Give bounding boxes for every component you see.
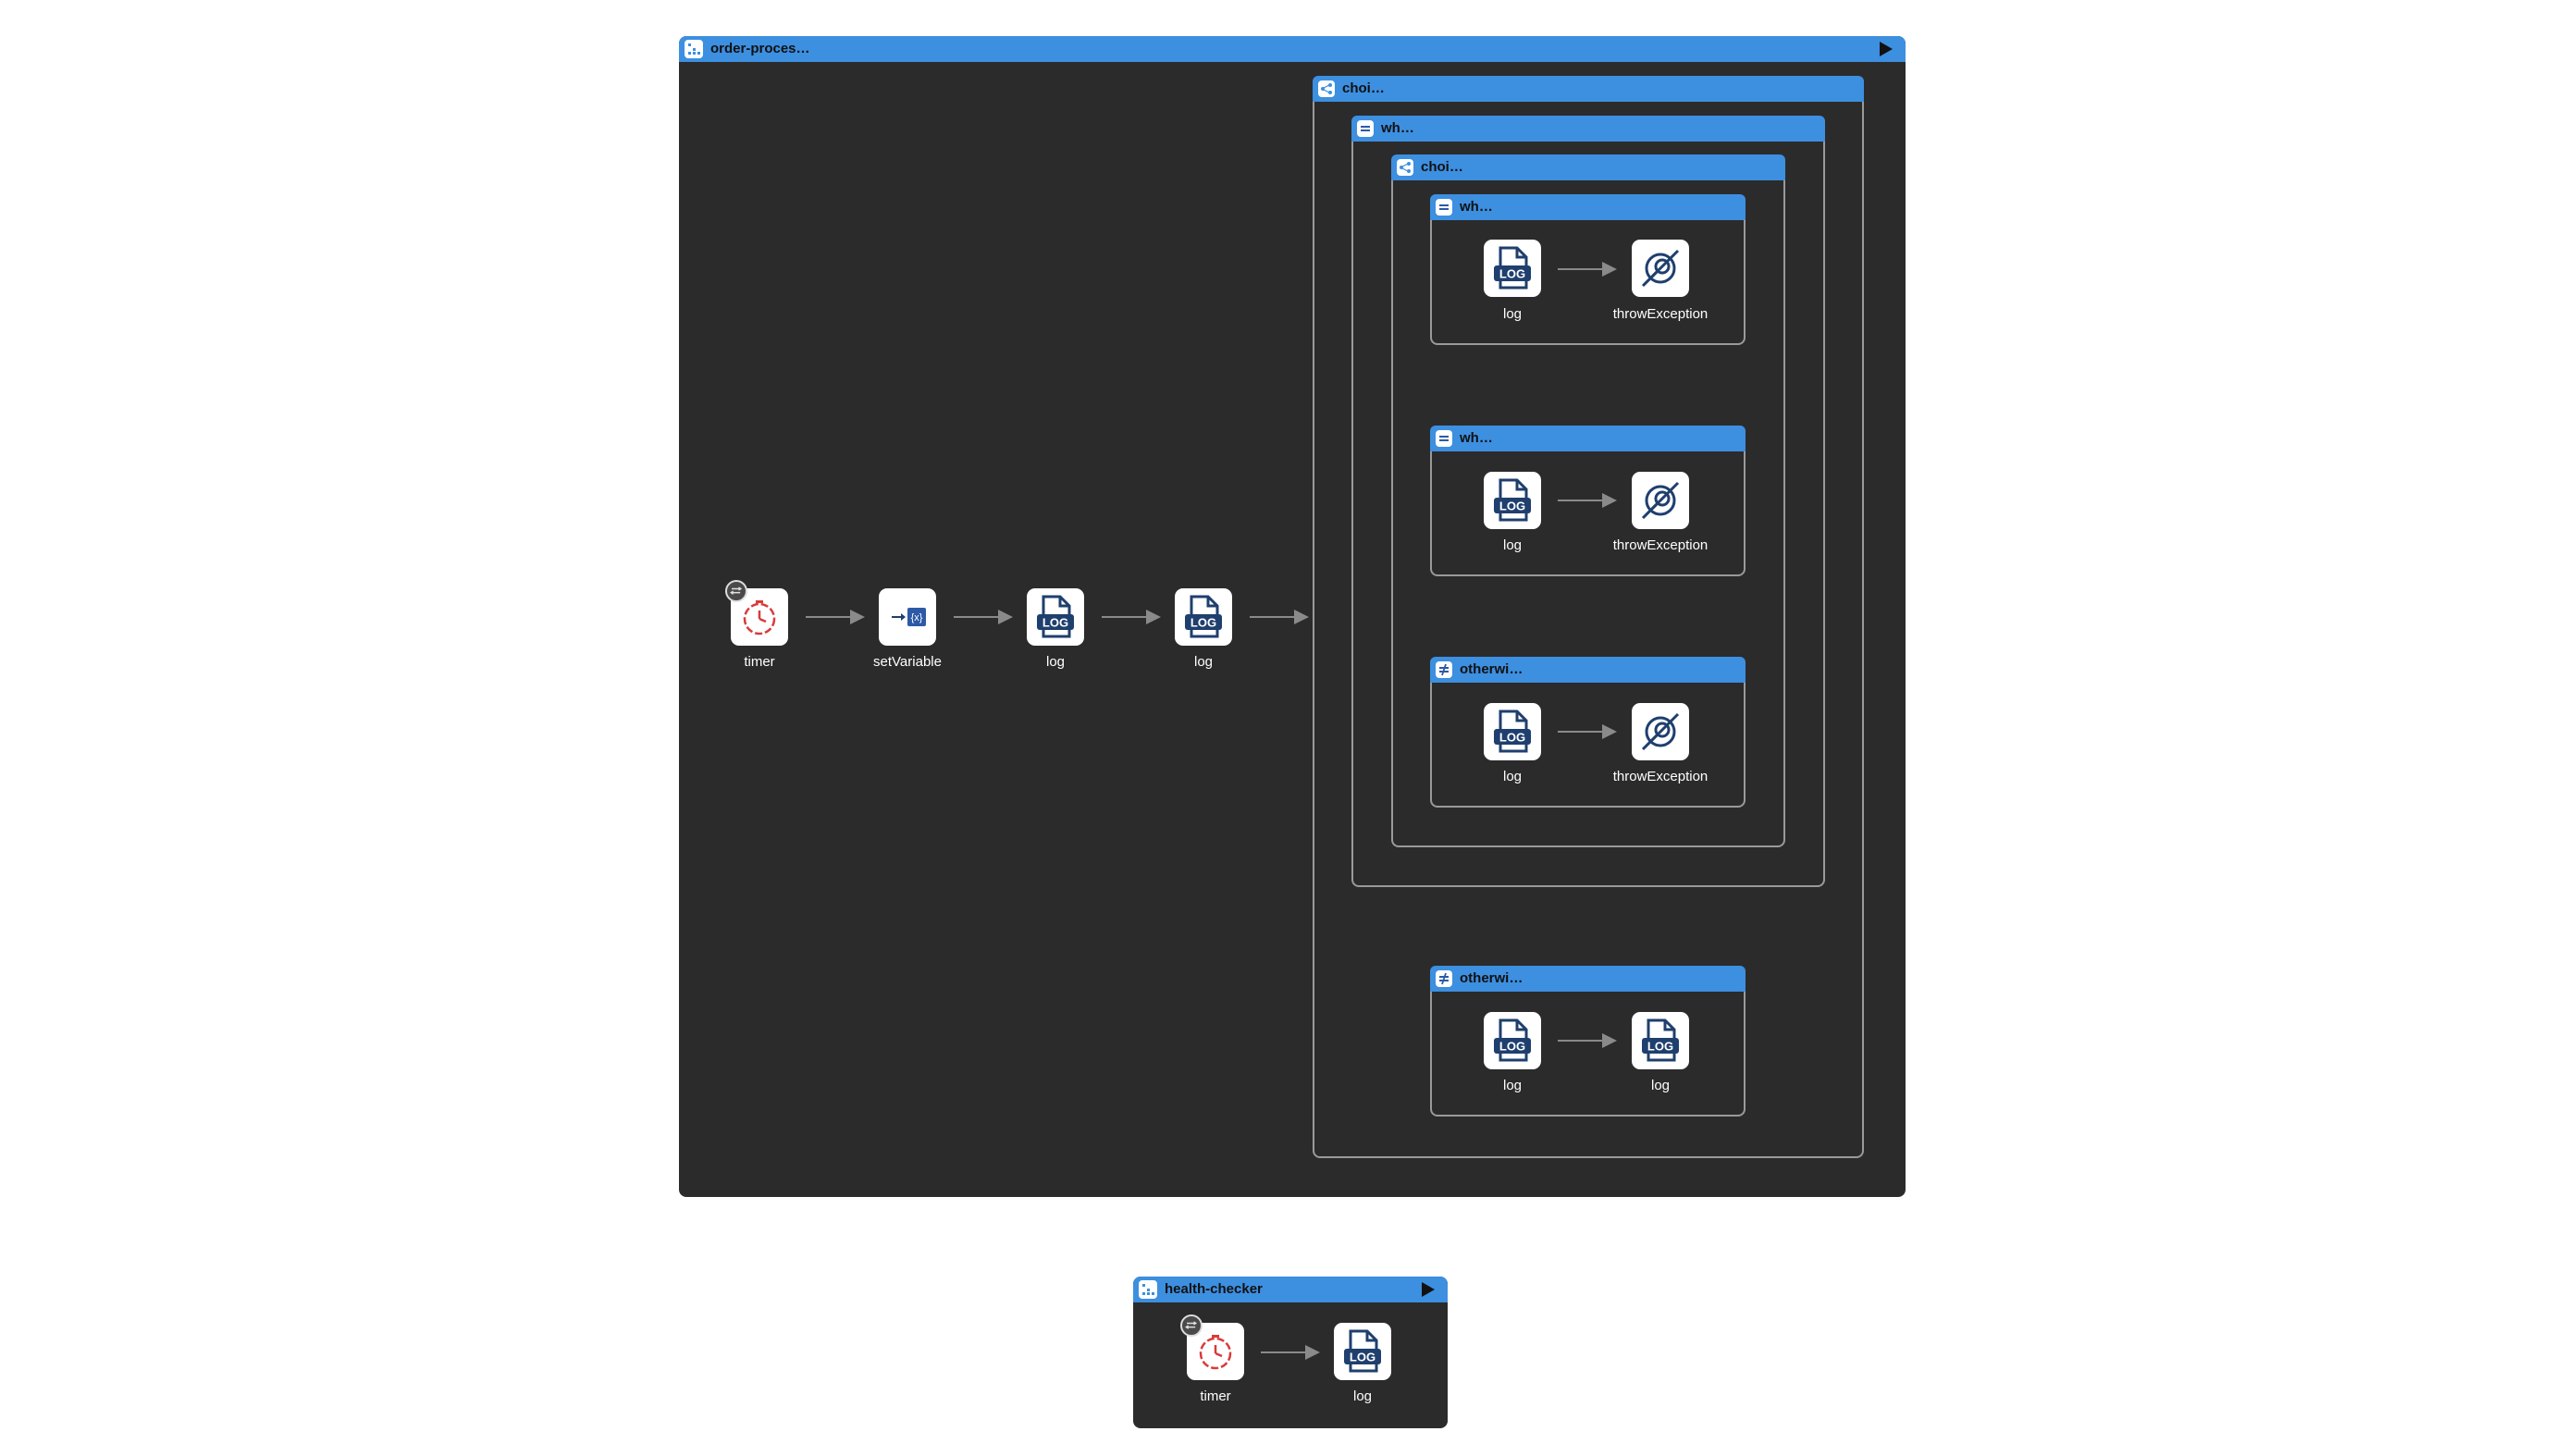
otherwise-header[interactable]: otherwi… xyxy=(1430,966,1746,992)
when-title: wh… xyxy=(1460,199,1493,215)
otherwise-icon xyxy=(1436,970,1452,987)
when-icon xyxy=(1357,120,1374,137)
throw-exception-icon xyxy=(1632,703,1689,760)
throw-exception-icon xyxy=(1632,240,1689,297)
when-header[interactable]: wh… xyxy=(1351,116,1825,142)
step-label: log xyxy=(1502,1078,1523,1093)
log-icon xyxy=(1632,1012,1689,1069)
log-icon xyxy=(1175,588,1232,646)
scheduled-badge-icon xyxy=(725,580,747,602)
step-label: timer xyxy=(1200,1388,1231,1404)
flow-arrow xyxy=(1102,610,1161,624)
when-icon xyxy=(1436,199,1452,216)
route-header[interactable]: order-proces… xyxy=(679,36,1906,62)
otherwise-header[interactable]: otherwi… xyxy=(1430,657,1746,683)
step-log[interactable] xyxy=(1175,588,1232,646)
choice-title: choi… xyxy=(1342,80,1385,96)
step-label: throwException xyxy=(1612,769,1709,784)
step-label: timer xyxy=(744,654,775,670)
step-label: throwException xyxy=(1612,537,1709,553)
step-label: log xyxy=(1352,1388,1373,1404)
throw-exception-icon xyxy=(1632,472,1689,529)
step-throw-exception[interactable] xyxy=(1632,240,1689,297)
when-container[interactable]: wh… xyxy=(1351,116,1825,887)
route-header[interactable]: health-checker xyxy=(1133,1277,1448,1302)
otherwise-title: otherwi… xyxy=(1460,970,1524,986)
otherwise-container[interactable]: otherwi… xyxy=(1430,966,1746,1117)
step-log[interactable] xyxy=(1484,703,1541,760)
step-log[interactable] xyxy=(1484,240,1541,297)
step-label: log xyxy=(1650,1078,1671,1093)
when-icon xyxy=(1436,430,1452,447)
flow-arrow xyxy=(1261,1345,1320,1360)
flow-arrow xyxy=(1558,262,1617,277)
when-container[interactable]: wh… xyxy=(1430,426,1746,576)
log-icon xyxy=(1484,703,1541,760)
choice-container[interactable]: choi… xyxy=(1391,154,1785,847)
otherwise-container[interactable]: otherwi… xyxy=(1430,657,1746,808)
when-header[interactable]: wh… xyxy=(1430,426,1746,451)
step-throw-exception[interactable] xyxy=(1632,472,1689,529)
route-icon xyxy=(1139,1280,1157,1299)
step-log[interactable] xyxy=(1484,472,1541,529)
step-log[interactable] xyxy=(1632,1012,1689,1069)
choice-header[interactable]: choi… xyxy=(1313,76,1864,102)
step-log[interactable] xyxy=(1027,588,1084,646)
step-label: throwException xyxy=(1612,306,1709,322)
step-label: log xyxy=(1045,654,1066,670)
step-label: log xyxy=(1502,537,1523,553)
flow-arrow xyxy=(1558,1033,1617,1048)
route-title: health-checker xyxy=(1165,1281,1263,1297)
play-icon[interactable] xyxy=(1880,42,1893,56)
step-label: log xyxy=(1502,306,1523,322)
log-icon xyxy=(1484,240,1541,297)
otherwise-icon xyxy=(1436,661,1452,678)
when-header[interactable]: wh… xyxy=(1430,194,1746,220)
step-throw-exception[interactable] xyxy=(1632,703,1689,760)
step-set-variable[interactable] xyxy=(879,588,936,646)
choice-icon xyxy=(1397,159,1413,176)
flow-arrow xyxy=(806,610,865,624)
scheduled-badge-icon xyxy=(1180,1314,1203,1337)
log-icon xyxy=(1484,1012,1541,1069)
set-variable-icon xyxy=(879,588,936,646)
flow-arrow xyxy=(954,610,1013,624)
choice-title: choi… xyxy=(1421,159,1463,175)
step-label: log xyxy=(1502,769,1523,784)
route-title: order-proces… xyxy=(710,41,810,56)
step-label: setVariable xyxy=(873,654,942,670)
flow-arrow xyxy=(1250,610,1309,624)
step-label: log xyxy=(1193,654,1214,670)
choice-header[interactable]: choi… xyxy=(1391,154,1785,180)
log-icon xyxy=(1334,1323,1391,1380)
log-icon xyxy=(1484,472,1541,529)
when-title: wh… xyxy=(1460,430,1493,446)
step-log[interactable] xyxy=(1334,1323,1391,1380)
choice-container[interactable]: choi… xyxy=(1313,76,1864,1158)
otherwise-title: otherwi… xyxy=(1460,661,1524,677)
route-icon xyxy=(685,40,703,58)
when-container[interactable]: wh… xyxy=(1430,194,1746,345)
flow-arrow xyxy=(1558,724,1617,739)
step-log[interactable] xyxy=(1484,1012,1541,1069)
when-title: wh… xyxy=(1381,120,1414,136)
play-icon[interactable] xyxy=(1422,1282,1435,1297)
log-icon xyxy=(1027,588,1084,646)
choice-icon xyxy=(1318,80,1335,97)
flow-arrow xyxy=(1558,493,1617,508)
